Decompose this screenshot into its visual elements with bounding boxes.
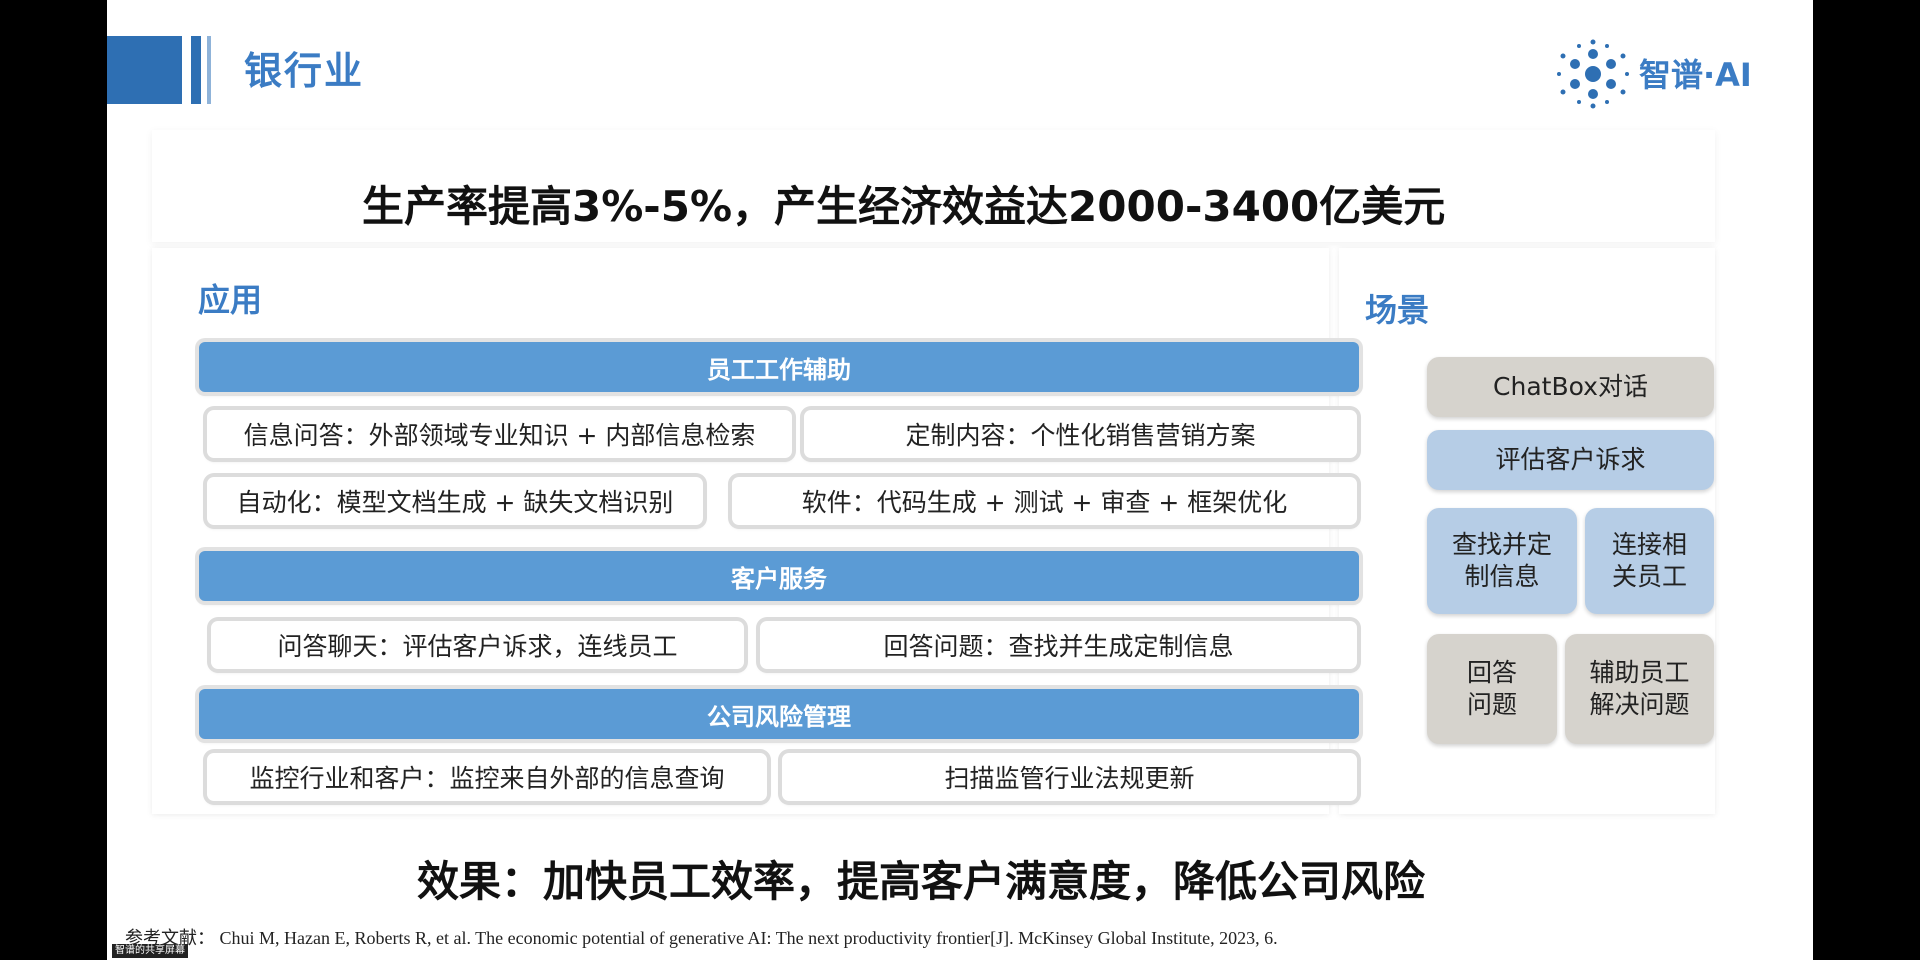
zhipu-logo: 智谱·AI [1555,38,1795,109]
scenario-find-info: 查找并定 制信息 [1427,508,1577,614]
title-decoration-block [107,36,182,104]
scenario-chatbox: ChatBox对话 [1427,357,1714,417]
section-header-customer-service: 客户服务 [199,551,1359,601]
app-item-answer-questions: 回答问题：查找并生成定制信息 [760,621,1357,669]
scenario-connect-staff-line2: 关员工 [1611,562,1687,591]
scenario-assist-staff: 辅助员工 解决问题 [1565,634,1714,744]
screen-share-tag: 智谱的共享屏幕 [112,944,188,958]
scenario-answer: 回答 问题 [1427,634,1557,744]
scenario-find-info-line2: 制信息 [1464,562,1540,591]
scenario-connect-staff-line1: 连接相 [1611,529,1687,559]
app-item-info-qa: 信息问答：外部领域专业知识 + 内部信息检索 [207,410,792,458]
section-header-employee-assist: 员工工作辅助 [199,342,1359,392]
headline-panel [152,130,1715,242]
reference-text: Chui M, Hazan E, Roberts R, et al. The e… [219,928,1278,948]
logo-text: 智谱·AI [1639,56,1752,94]
headline: 生产率提高3%-5%，产生经济效益达2000-3400亿美元 [362,182,1446,231]
slide-title: 银行业 [244,49,365,93]
app-item-custom-content: 定制内容：个性化销售营销方案 [804,410,1357,458]
app-item-software: 软件：代码生成 + 测试 + 审查 + 框架优化 [732,477,1357,525]
presentation-slide: 银行业 智谱·AI 生产率提高3%-5%，产生经济效益达2000-3400亿美元… [107,0,1813,960]
effect-statement: 效果：加快员工效率，提高客户满意度，降低公司风险 [417,857,1426,906]
app-item-chat-qa: 问答聊天：评估客户诉求，连线员工 [211,621,744,669]
section-header-risk-management: 公司风险管理 [199,689,1359,739]
scenario-assist-staff-line1: 辅助员工 [1589,657,1690,687]
app-item-regulation-scan: 扫描监管行业法规更新 [782,753,1357,801]
scenario-find-info-line1: 查找并定 [1451,529,1552,559]
scenario-answer-line2: 问题 [1466,690,1517,719]
app-item-automation: 自动化：模型文档生成 + 缺失文档识别 [207,477,703,525]
applications-label: 应用 [198,281,263,319]
scenarios-label: 场景 [1365,291,1430,329]
scenario-assist-staff-line2: 解决问题 [1589,690,1690,719]
scenario-assess-needs: 评估客户诉求 [1427,430,1714,490]
reference-label: 参考文献： [125,928,215,949]
zhipu-logo-icon [1557,39,1629,109]
app-item-monitoring: 监控行业和客户：监控来自外部的信息查询 [207,753,767,801]
title-decoration-bar [191,36,201,104]
scenario-answer-line1: 回答 [1466,657,1517,687]
scenario-connect-staff: 连接相 关员工 [1585,508,1714,614]
reference: 参考文献： Chui M, Hazan E, Roberts R, et al.… [125,924,1278,950]
title-decoration-bar-light [207,36,211,104]
